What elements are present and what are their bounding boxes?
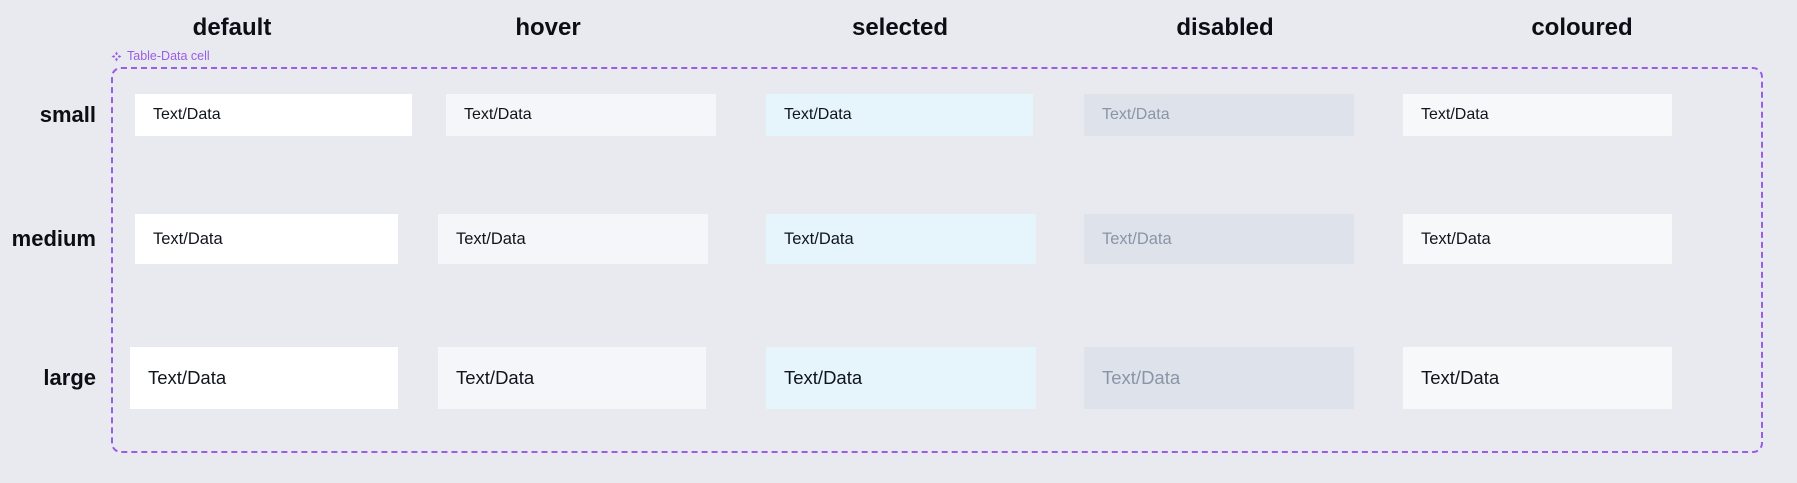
cell-text: Text/Data: [784, 106, 852, 123]
row-label-medium: medium: [11, 226, 96, 251]
table-data-cell-medium-coloured[interactable]: Text/Data: [1403, 214, 1672, 264]
table-data-cell-small-selected[interactable]: Text/Data: [766, 94, 1033, 136]
cell-text: Text/Data: [784, 229, 854, 248]
column-header-disabled: disabled: [1176, 14, 1274, 41]
column-header-selected: selected: [851, 14, 949, 41]
table-data-cell-large-disabled: Text/Data: [1084, 347, 1354, 409]
cell-text: Text/Data: [1102, 367, 1181, 388]
cell-text: Text/Data: [153, 229, 223, 248]
table-data-cell-medium-hover[interactable]: Text/Data: [438, 214, 708, 264]
cell-text: Text/Data: [148, 367, 227, 388]
cell-text: Text/Data: [1421, 367, 1500, 388]
component-selection-frame[interactable]: [111, 67, 1763, 453]
cell-text: Text/Data: [1421, 106, 1489, 123]
cell-text: Text/Data: [1421, 229, 1491, 248]
row-label-small: small: [39, 102, 96, 127]
cell-text: Text/Data: [784, 367, 863, 388]
table-data-cell-small-default[interactable]: Text/Data: [135, 94, 412, 136]
table-data-cell-large-hover[interactable]: Text/Data: [438, 347, 706, 409]
frame-label-text: Table-Data cell: [127, 49, 210, 63]
frame-label[interactable]: Table-Data cell: [111, 50, 210, 63]
cell-text: Text/Data: [1102, 229, 1172, 248]
table-data-cell-small-hover[interactable]: Text/Data: [446, 94, 716, 136]
table-data-cell-small-disabled: Text/Data: [1084, 94, 1354, 136]
table-data-cell-medium-default[interactable]: Text/Data: [135, 214, 398, 264]
column-header-default: default: [192, 14, 272, 41]
cell-text: Text/Data: [456, 367, 535, 388]
table-data-cell-small-coloured[interactable]: Text/Data: [1403, 94, 1672, 136]
table-data-cell-large-coloured[interactable]: Text/Data: [1403, 347, 1672, 409]
column-header-hover: hover: [515, 14, 581, 41]
cell-text: Text/Data: [153, 106, 221, 123]
component-diamond-icon: [111, 51, 122, 62]
cell-text: Text/Data: [464, 106, 532, 123]
table-data-cell-large-selected[interactable]: Text/Data: [766, 347, 1036, 409]
cell-text: Text/Data: [1102, 106, 1170, 123]
column-header-row: default hover selected disabled coloured: [0, 0, 1797, 56]
table-data-cell-medium-disabled: Text/Data: [1084, 214, 1354, 264]
column-header-coloured: coloured: [1531, 14, 1633, 41]
table-data-cell-large-default[interactable]: Text/Data: [130, 347, 398, 409]
row-label-large: large: [43, 365, 96, 390]
table-data-cell-medium-selected[interactable]: Text/Data: [766, 214, 1036, 264]
cell-text: Text/Data: [456, 229, 526, 248]
